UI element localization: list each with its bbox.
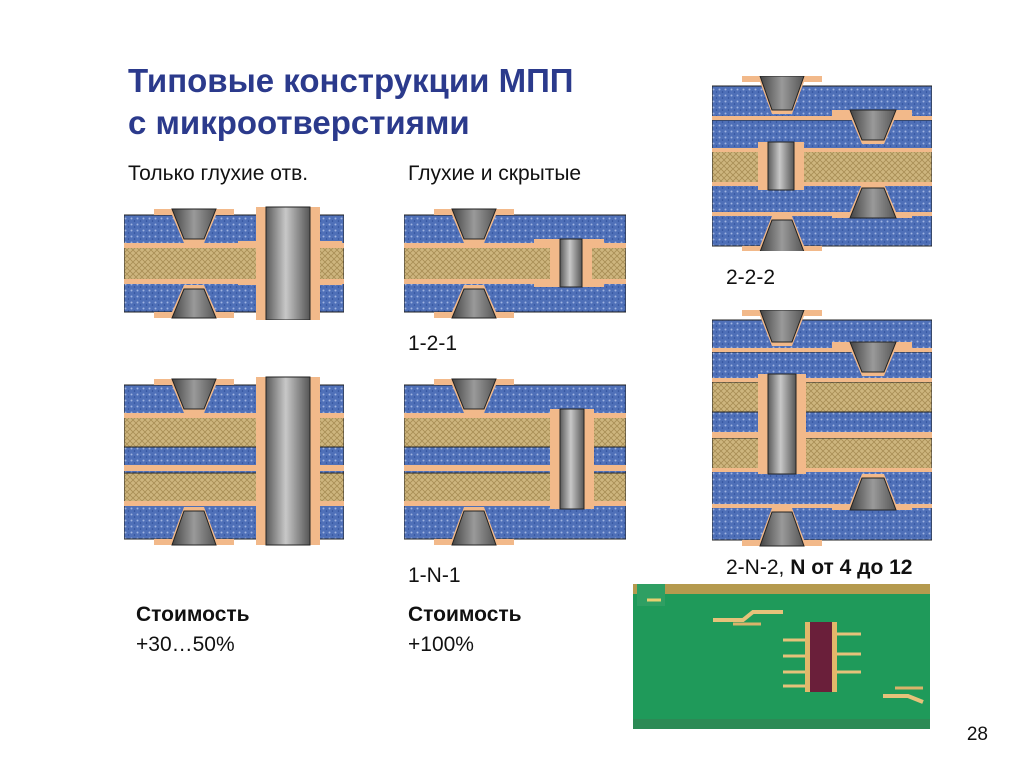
diagram-1-N-1	[404, 378, 626, 546]
label-2-N-2-prefix: 2-N-2,	[726, 556, 791, 579]
title-line-2: с микроотверстиями	[128, 104, 470, 141]
label-2-N-2: 2-N-2, N от 4 до 12	[726, 556, 912, 580]
col1-heading: Только глухие отв.	[128, 162, 309, 185]
pcb-cross-section-photo	[633, 584, 930, 729]
diagram-2-2-2	[712, 76, 932, 251]
page-number: 28	[966, 724, 988, 745]
diagram-blind-only-4layer	[124, 206, 344, 320]
diagram-1-2-1	[404, 208, 626, 319]
label-2-N-2-range: N от 4 до 12	[790, 556, 913, 579]
title-line-1: Типовые конструкции МПП	[128, 62, 574, 99]
cost1-title: Стоимость	[136, 603, 250, 626]
label-1-N-1: 1-N-1	[408, 564, 461, 587]
label-2-2-2: 2-2-2	[726, 266, 776, 289]
cost1-value: +30…50%	[136, 633, 235, 656]
cost2-value: +100%	[408, 633, 474, 656]
slide-title: Типовые конструкции МПП с микроотверстия…	[128, 60, 688, 144]
diagram-2-N-2	[712, 310, 932, 547]
cost-block-1: Стоимость +30…50%	[136, 600, 250, 660]
cost2-title: Стоимость	[408, 603, 522, 626]
label-1-2-1: 1-2-1	[408, 332, 458, 355]
col2-heading: Глухие и скрытые	[408, 162, 582, 185]
cost-block-2: Стоимость +100%	[408, 600, 522, 660]
diagram-blind-only-6layer	[124, 376, 344, 546]
